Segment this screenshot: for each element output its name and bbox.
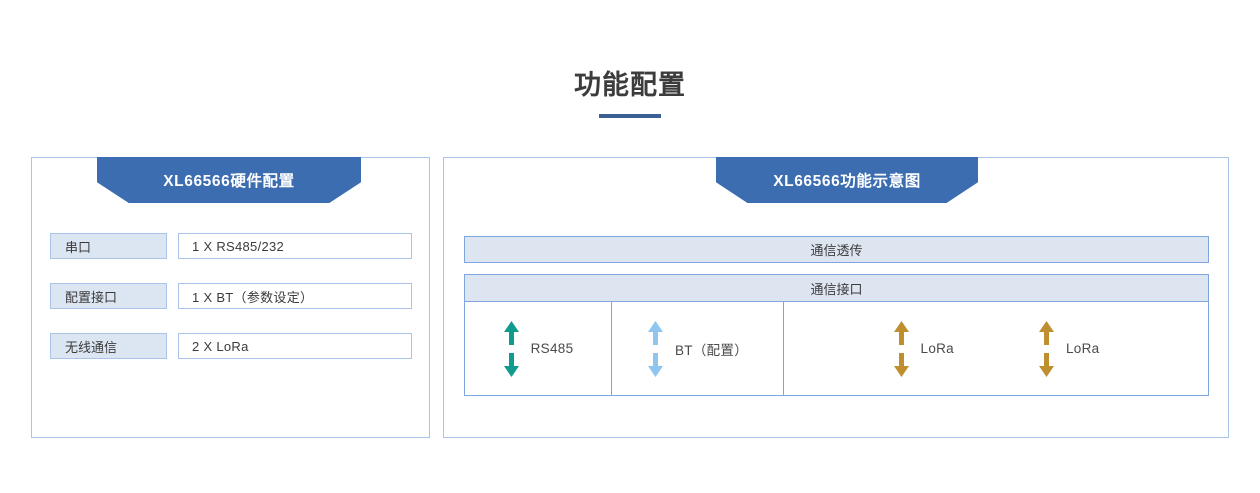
port-bt: BT（配置）	[647, 320, 749, 377]
interface-cell-rs485: RS485	[465, 302, 612, 395]
function-diagram: 通信透传 通信接口 RS485	[464, 236, 1209, 396]
hardware-config-banner-label: XL66566硬件配置	[163, 173, 295, 190]
page-title: 功能配置	[574, 70, 686, 100]
hardware-config-banner: XL66566硬件配置	[97, 157, 361, 203]
port-rs485: RS485	[503, 320, 574, 377]
communication-interface-group: 通信接口 RS485	[464, 274, 1209, 396]
title-underline	[599, 114, 661, 118]
interface-cell-bt: BT（配置）	[612, 302, 784, 395]
table-row: 无线通信 2 X LoRa	[50, 333, 412, 359]
port-label-lora-2: LoRa	[1066, 341, 1100, 356]
function-diagram-panel: XL66566功能示意图 通信透传 通信接口	[443, 157, 1229, 438]
row-value-config-port: 1 X BT（参数设定）	[178, 283, 412, 309]
double-arrow-icon	[647, 320, 664, 377]
row-label-config-port: 配置接口	[50, 283, 167, 309]
communication-interface-bar: 通信接口	[465, 275, 1208, 302]
double-arrow-icon	[893, 320, 910, 377]
row-label-wireless: 无线通信	[50, 333, 167, 359]
double-arrow-icon	[503, 320, 520, 377]
table-row: 串口 1 X RS485/232	[50, 233, 412, 259]
interface-cell-lora: LoRa LoRa	[784, 302, 1208, 395]
row-label-serial: 串口	[50, 233, 167, 259]
port-label-lora-1: LoRa	[920, 341, 954, 356]
communication-interface-label: 通信接口	[810, 281, 863, 297]
port-lora-2: LoRa	[1038, 320, 1100, 377]
function-diagram-banner-label: XL66566功能示意图	[773, 173, 921, 190]
row-value-serial: 1 X RS485/232	[178, 233, 412, 259]
hardware-config-panel: XL66566硬件配置 串口 1 X RS485/232 配置接口 1 X BT…	[31, 157, 430, 438]
port-label-rs485: RS485	[530, 341, 574, 356]
transparent-transmission-label: 通信透传	[810, 243, 863, 258]
page-title-block: 功能配置	[0, 68, 1260, 118]
row-value-wireless: 2 X LoRa	[178, 333, 412, 359]
interface-cells: RS485 BT（配置）	[465, 302, 1208, 395]
table-row: 配置接口 1 X BT（参数设定）	[50, 283, 412, 309]
function-diagram-banner: XL66566功能示意图	[716, 157, 978, 203]
port-lora-1: LoRa	[893, 320, 954, 377]
hardware-config-rows: 串口 1 X RS485/232 配置接口 1 X BT（参数设定） 无线通信 …	[50, 233, 412, 359]
port-label-bt: BT（配置）	[674, 342, 749, 358]
transparent-transmission-bar: 通信透传	[464, 236, 1209, 263]
double-arrow-icon	[1038, 320, 1055, 377]
